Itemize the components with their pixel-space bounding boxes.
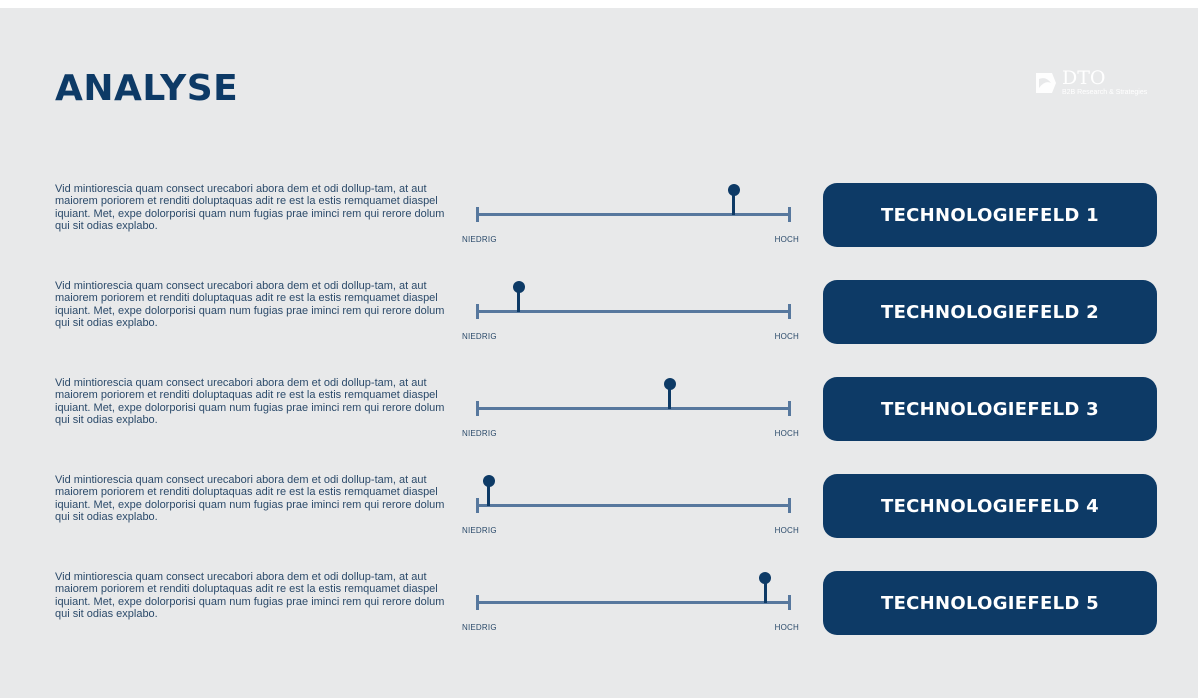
scale-end-right bbox=[788, 207, 791, 222]
technology-row: Vid mintiorescia quam consect urecabori … bbox=[0, 183, 1198, 253]
scale-label-high: HOCH bbox=[774, 526, 799, 535]
scale-label-high: HOCH bbox=[774, 235, 799, 244]
page-title: ANALYSE bbox=[55, 68, 239, 109]
marker-pin-icon bbox=[759, 572, 772, 584]
scale-end-right bbox=[788, 401, 791, 416]
row-description: Vid mintiorescia quam consect urecabori … bbox=[55, 280, 445, 329]
technology-field-button[interactable]: TECHNOLOGIEFELD 2 bbox=[823, 280, 1157, 344]
marker-pin-icon bbox=[512, 281, 525, 293]
rating-scale: NIEDRIG HOCH bbox=[460, 377, 805, 447]
scale-end-right bbox=[788, 595, 791, 610]
scale-end-left bbox=[476, 595, 479, 610]
scale-end-left bbox=[476, 498, 479, 513]
marker-pin-icon bbox=[663, 378, 676, 390]
scale-track bbox=[478, 310, 790, 313]
marker-stem bbox=[668, 386, 672, 409]
marker-stem bbox=[517, 289, 521, 312]
scale-track bbox=[478, 601, 790, 604]
dto-logo-icon bbox=[1036, 73, 1056, 93]
scale-track bbox=[478, 407, 790, 410]
slide: ANALYSE DTO B2B Research & Strategies Vi… bbox=[0, 8, 1198, 698]
scale-label-high: HOCH bbox=[774, 623, 799, 632]
marker-stem bbox=[763, 580, 767, 603]
scale-label-high: HOCH bbox=[774, 332, 799, 341]
technology-row: Vid mintiorescia quam consect urecabori … bbox=[0, 474, 1198, 544]
scale-label-low: NIEDRIG bbox=[462, 526, 497, 535]
technology-field-button[interactable]: TECHNOLOGIEFELD 1 bbox=[823, 183, 1157, 247]
row-description: Vid mintiorescia quam consect urecabori … bbox=[55, 377, 445, 426]
row-description: Vid mintiorescia quam consect urecabori … bbox=[55, 474, 445, 523]
marker-pin-icon bbox=[482, 475, 495, 487]
scale-label-low: NIEDRIG bbox=[462, 235, 497, 244]
technology-field-button[interactable]: TECHNOLOGIEFELD 4 bbox=[823, 474, 1157, 538]
rating-scale: NIEDRIG HOCH bbox=[460, 280, 805, 350]
technology-field-button[interactable]: TECHNOLOGIEFELD 5 bbox=[823, 571, 1157, 635]
technology-row: Vid mintiorescia quam consect urecabori … bbox=[0, 571, 1198, 641]
scale-label-high: HOCH bbox=[774, 429, 799, 438]
rating-scale: NIEDRIG HOCH bbox=[460, 183, 805, 253]
marker-stem bbox=[732, 192, 736, 215]
scale-label-low: NIEDRIG bbox=[462, 623, 497, 632]
scale-marker bbox=[512, 281, 525, 312]
scale-end-left bbox=[476, 401, 479, 416]
scale-end-right bbox=[788, 498, 791, 513]
scale-marker bbox=[663, 378, 676, 409]
technology-field-button[interactable]: TECHNOLOGIEFELD 3 bbox=[823, 377, 1157, 441]
scale-track bbox=[478, 213, 790, 216]
technology-row: Vid mintiorescia quam consect urecabori … bbox=[0, 377, 1198, 447]
scale-marker bbox=[727, 184, 740, 215]
scale-marker bbox=[759, 572, 772, 603]
rating-scale: NIEDRIG HOCH bbox=[460, 571, 805, 641]
row-description: Vid mintiorescia quam consect urecabori … bbox=[55, 183, 445, 232]
marker-pin-icon bbox=[727, 184, 740, 196]
row-description: Vid mintiorescia quam consect urecabori … bbox=[55, 571, 445, 620]
scale-end-left bbox=[476, 207, 479, 222]
company-logo: DTO B2B Research & Strategies bbox=[1034, 68, 1164, 104]
scale-end-right bbox=[788, 304, 791, 319]
marker-stem bbox=[487, 483, 491, 506]
logo-name: DTO bbox=[1062, 67, 1106, 89]
logo-tagline: B2B Research & Strategies bbox=[1062, 89, 1148, 96]
scale-label-low: NIEDRIG bbox=[462, 332, 497, 341]
scale-marker bbox=[482, 475, 495, 506]
scale-label-low: NIEDRIG bbox=[462, 429, 497, 438]
scale-end-left bbox=[476, 304, 479, 319]
rating-scale: NIEDRIG HOCH bbox=[460, 474, 805, 544]
technology-row: Vid mintiorescia quam consect urecabori … bbox=[0, 280, 1198, 350]
scale-track bbox=[478, 504, 790, 507]
